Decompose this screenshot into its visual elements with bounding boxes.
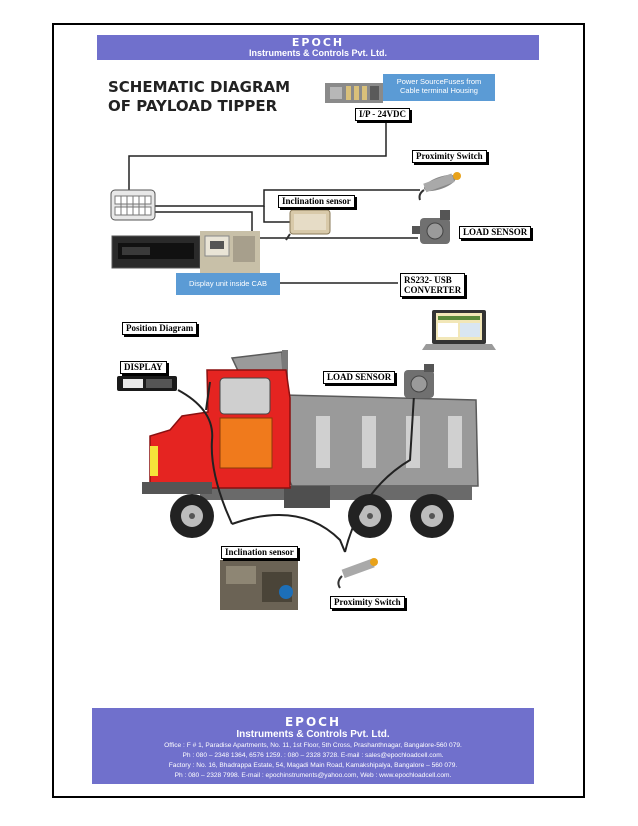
load-sensor-wire xyxy=(155,211,418,239)
headlight xyxy=(150,446,158,476)
front-bumper xyxy=(142,482,212,494)
inclination-sensor-label-top: Inclination sensor xyxy=(278,195,355,208)
chassis xyxy=(200,486,472,500)
body-panel xyxy=(316,416,330,468)
inclination-sensor-icon-top xyxy=(285,209,331,241)
rear-wheel-2 xyxy=(410,494,454,538)
proximity-switch-label-top: Proximity Switch xyxy=(412,150,487,163)
cab-interior-photo xyxy=(200,231,260,278)
power-box-line-2: Cable terminal Housing xyxy=(400,86,478,95)
display-unit-box: Display unit inside CAB xyxy=(176,273,280,295)
page-border xyxy=(52,23,585,798)
title-line-2: OF PAYLOAD TIPPER xyxy=(108,97,278,115)
body-panel xyxy=(448,416,462,468)
cab-window xyxy=(219,377,271,415)
power-wire xyxy=(128,118,387,190)
footer-banner: EPOCH Instruments & Controls Pvt. Ltd. O… xyxy=(92,708,534,784)
rear-wheel-1 xyxy=(348,494,392,538)
fuel-tank xyxy=(284,486,330,508)
display-label: DISPLAY xyxy=(120,361,167,374)
load-sensor-label-top: LOAD SENSOR xyxy=(459,226,532,239)
load-sensor-label-truck: LOAD SENSOR xyxy=(323,371,396,384)
inclination-sensor-photo-bottom xyxy=(220,560,298,610)
page-title: SCHEMATIC DIAGRAM OF PAYLOAD TIPPER xyxy=(108,78,290,116)
rs232-line-1: RS232- USB xyxy=(404,275,452,285)
mirror-arm xyxy=(205,381,211,411)
cab-door xyxy=(219,417,273,469)
display-panel-photo xyxy=(111,235,201,269)
display-unit-icon xyxy=(117,376,177,391)
header-banner: EPOCH Instruments & Controls Pvt. Ltd. xyxy=(97,35,539,60)
wiring xyxy=(128,118,420,284)
footer-office-phone: Ph : 080 – 2348 1364, 6576 1259. : 080 –… xyxy=(182,752,444,759)
footer-brand-logo: EPOCH xyxy=(284,715,342,729)
inclination-sensor-label-bottom: Inclination sensor xyxy=(221,546,298,559)
inclination-wire xyxy=(263,206,290,223)
title-line-1: SCHEMATIC DIAGRAM xyxy=(108,78,291,96)
proximity-switch-icon-top xyxy=(418,172,461,201)
proximity-cable xyxy=(231,514,346,553)
laptop-icon xyxy=(422,310,496,350)
load-sensor-icon-top xyxy=(412,210,450,244)
header-company-name: Instruments & Controls Pvt. Ltd. xyxy=(248,48,387,58)
body-panel xyxy=(362,416,376,468)
footer-company-name: Instruments & Controls Pvt. Ltd. xyxy=(236,729,390,740)
footer-factory-phone: Ph : 080 – 2328 7998. E-mail : epochinst… xyxy=(174,772,452,779)
proximity-wire xyxy=(155,189,420,207)
junction-connector-icon xyxy=(110,189,156,221)
power-fuse-photo xyxy=(325,83,383,103)
display-cable xyxy=(177,389,233,525)
header-brand-logo: EPOCH xyxy=(291,36,345,49)
footer-factory-address: Factory : No. 16, Bhadrappa Estate, 54, … xyxy=(168,762,458,769)
proximity-switch-icon-bottom xyxy=(337,558,378,589)
footer-office-address: Office : F # 1, Paradise Apartments, No.… xyxy=(164,742,462,749)
rs232-line-2: CONVERTER xyxy=(404,285,462,295)
proximity-switch-label-bottom: Proximity Switch xyxy=(330,596,405,609)
tipper-truck xyxy=(142,350,479,553)
power-source-box: Power SourceFuses from Cable terminal Ho… xyxy=(383,74,495,101)
front-wheel xyxy=(170,494,214,538)
power-box-line-1: Power SourceFuses from xyxy=(396,77,482,86)
load-sensor-cable xyxy=(344,394,415,553)
load-sensor-icon-truck xyxy=(404,364,434,398)
position-diagram-label: Position Diagram xyxy=(122,322,198,335)
input-voltage-label: I/P - 24VDC xyxy=(355,108,410,121)
rs232-converter-label: RS232- USB CONVERTER xyxy=(400,273,466,297)
